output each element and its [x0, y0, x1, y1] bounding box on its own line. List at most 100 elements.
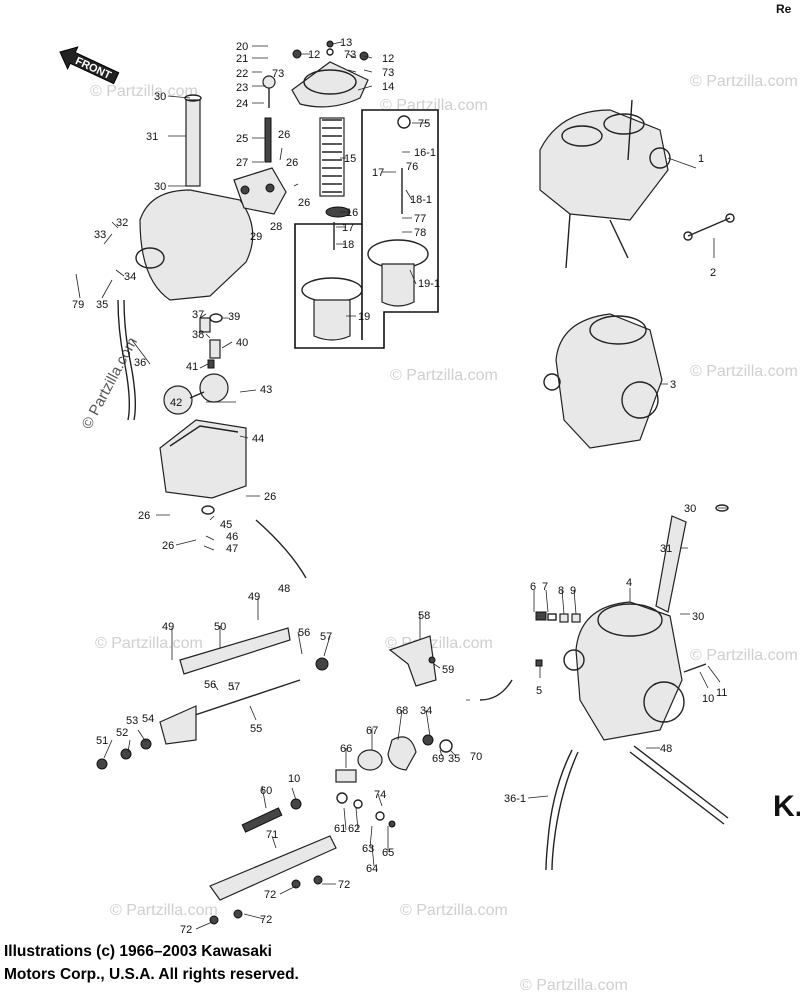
link-rod-2	[683, 213, 735, 241]
callout-72: 72	[338, 879, 350, 891]
callout-43: 43	[260, 384, 272, 396]
callout-76: 76	[406, 161, 418, 173]
callout-32: 32	[116, 217, 128, 229]
callout-36-1: 36-1	[504, 793, 526, 805]
callout-73: 73	[344, 49, 356, 61]
carb-assembly-1	[539, 99, 671, 269]
callout-54: 54	[142, 713, 154, 725]
callout-22: 22	[236, 68, 248, 80]
callout-53: 53	[126, 715, 138, 727]
callout-21: 21	[236, 53, 248, 65]
watermark-3: © Partzilla.com	[690, 73, 798, 90]
callout-16-1: 16-1	[414, 147, 436, 159]
corner-top-text: Re	[776, 2, 792, 16]
copyright-line-2: Motors Corp., U.S.A. All rights reserved…	[4, 966, 299, 983]
adjust-screws-5-11	[535, 611, 707, 673]
callout-67: 67	[366, 725, 378, 737]
callout-79: 79	[72, 299, 84, 311]
callout-36: 36	[134, 357, 146, 369]
callout-49: 49	[248, 591, 260, 603]
spring	[319, 117, 345, 197]
watermark-6: © Partzilla.com	[95, 635, 203, 652]
callout-26: 26	[264, 491, 276, 503]
callout-19-1: 19-1	[418, 278, 440, 290]
callout-59: 59	[442, 664, 454, 676]
callout-42: 42	[170, 397, 182, 409]
callout-31: 31	[660, 543, 672, 555]
callout-48: 48	[278, 583, 290, 595]
tubes-36-1-48	[545, 745, 729, 871]
callout-13: 13	[340, 37, 352, 49]
callout-24: 24	[236, 98, 248, 110]
watermark-2: © Partzilla.com	[380, 97, 488, 114]
mount-bracket-71	[209, 835, 337, 925]
callout-41: 41	[186, 361, 198, 373]
front-label: FRONT	[73, 55, 113, 82]
watermark-4: © Partzilla.com	[390, 367, 498, 384]
callout-28: 28	[270, 221, 282, 233]
callout-58: 58	[418, 610, 430, 622]
callout-31: 31	[146, 131, 158, 143]
callouts: 20 21 22 73 23 24 13 12 73 12 73 14 30 3…	[72, 37, 727, 936]
watermark-8: © Partzilla.com	[690, 647, 798, 664]
callout-26: 26	[162, 540, 174, 552]
callout-70: 70	[470, 751, 482, 763]
callout-14: 14	[382, 81, 394, 93]
callout-29: 29	[250, 231, 262, 243]
callout-61: 61	[334, 823, 346, 835]
callout-30: 30	[154, 91, 166, 103]
callout-26: 26	[278, 129, 290, 141]
callout-26: 26	[138, 510, 150, 522]
piston-19-1	[367, 115, 429, 307]
callout-27: 27	[236, 157, 248, 169]
callout-11: 11	[716, 687, 727, 699]
callout-63: 63	[362, 843, 374, 855]
front-arrow-icon	[59, 46, 120, 85]
callout-45: 45	[220, 519, 232, 531]
callout-19: 19	[358, 311, 370, 323]
callout-18-1: 18-1	[410, 194, 432, 206]
callout-18: 18	[342, 239, 354, 251]
callout-5: 5	[536, 685, 542, 697]
callout-33: 33	[94, 229, 106, 241]
watermark-10: © Partzilla.com	[400, 902, 508, 919]
copyright-notice: Illustrations (c) 1966–2003 Kawasaki Mot…	[4, 940, 424, 986]
callout-39: 39	[228, 311, 240, 323]
callout-34: 34	[124, 271, 136, 283]
callout-30: 30	[684, 503, 696, 515]
callout-51: 51	[96, 735, 108, 747]
callout-56: 56	[298, 627, 310, 639]
front-arrow: FRONT	[59, 46, 120, 85]
callout-26: 26	[286, 157, 298, 169]
callout-69: 69	[432, 753, 444, 765]
callout-66: 66	[340, 743, 352, 755]
callout-26: 26	[298, 197, 310, 209]
callout-16: 16	[346, 207, 358, 219]
callout-78: 78	[414, 227, 426, 239]
callout-25: 25	[236, 133, 248, 145]
carb-top-cover	[291, 40, 369, 108]
callout-30: 30	[692, 611, 704, 623]
watermark-5: © Partzilla.com	[690, 363, 798, 380]
callout-40: 40	[236, 337, 248, 349]
overflow-tube-36	[117, 299, 131, 421]
callout-10: 10	[288, 773, 300, 785]
callout-72: 72	[180, 924, 192, 936]
callout-49: 49	[162, 621, 174, 633]
callout-6: 6	[530, 581, 536, 593]
carb-assembly-4	[563, 504, 729, 741]
float-and-bowl	[159, 373, 307, 579]
copyright-line-1: Illustrations (c) 1966–2003 Kawasaki	[4, 943, 272, 960]
callout-38: 38	[192, 329, 204, 341]
callout-2: 2	[710, 267, 716, 279]
callout-34: 34	[420, 705, 432, 717]
watermark-1: © Partzilla.com	[90, 83, 198, 100]
carb-body-left	[135, 75, 287, 301]
callout-73: 73	[382, 67, 394, 79]
watermark-9: © Partzilla.com	[110, 902, 218, 919]
callout-72: 72	[264, 889, 276, 901]
corner-bottom-text: K.	[773, 790, 800, 823]
callout-56: 56	[204, 679, 216, 691]
jets	[199, 313, 223, 369]
